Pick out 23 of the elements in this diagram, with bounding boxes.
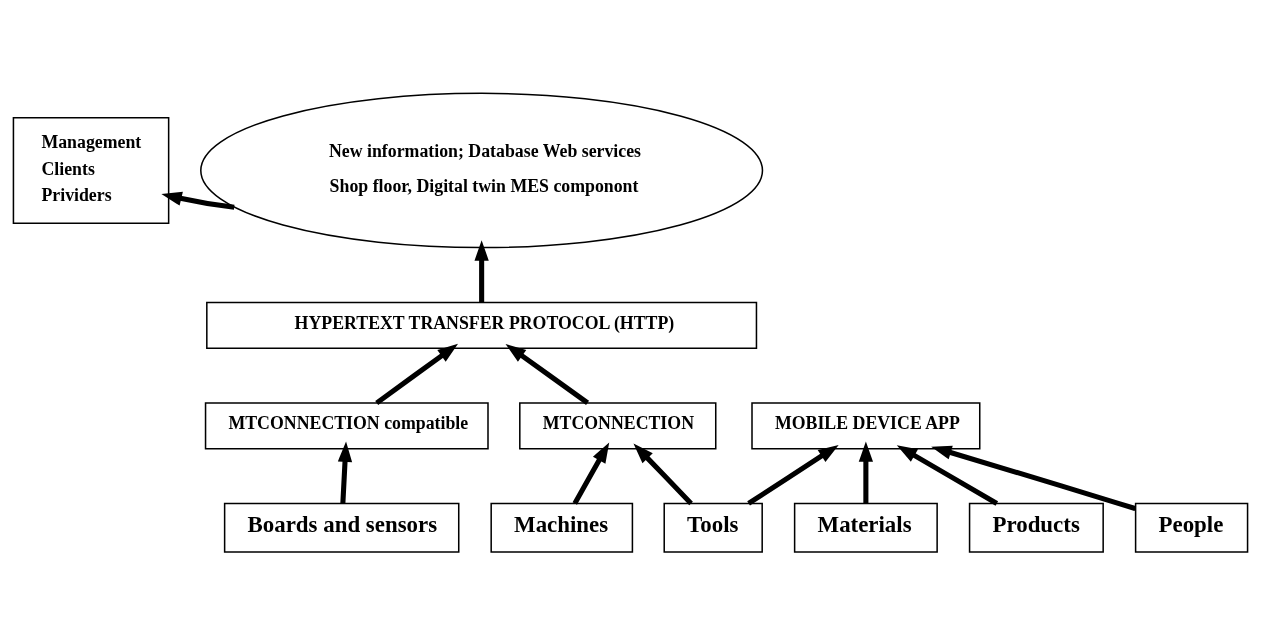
arrow (505, 343, 590, 405)
node-box: Boards and sensors (223, 502, 460, 553)
arrow (896, 444, 999, 506)
node-box: MTCONNECTION compatible (204, 401, 489, 450)
arrow (337, 440, 353, 504)
arrow (747, 444, 839, 506)
node-box: MOBILE DEVICE APP (751, 401, 981, 450)
arrow (474, 239, 489, 302)
arrow (633, 443, 693, 505)
arrow (375, 343, 459, 405)
node-ellipse: New information; Database Web services Shop floor, Digital twin MES componont (200, 92, 764, 248)
node-box: Tools (663, 502, 763, 553)
node-box: People (1134, 502, 1249, 553)
node-box: Management Clients Prividers (12, 116, 170, 224)
node-box: MTCONNECTION (519, 401, 717, 450)
arrow (931, 445, 1137, 511)
arrow (161, 191, 235, 210)
arrow (858, 440, 874, 503)
node-box: Materials (793, 502, 938, 553)
node-box: HYPERTEXT TRANSFER PROTOCOL (HTTP) (206, 301, 758, 349)
node-box: Machines (490, 502, 634, 553)
node-box: Products (968, 502, 1104, 553)
arrow (572, 441, 610, 505)
